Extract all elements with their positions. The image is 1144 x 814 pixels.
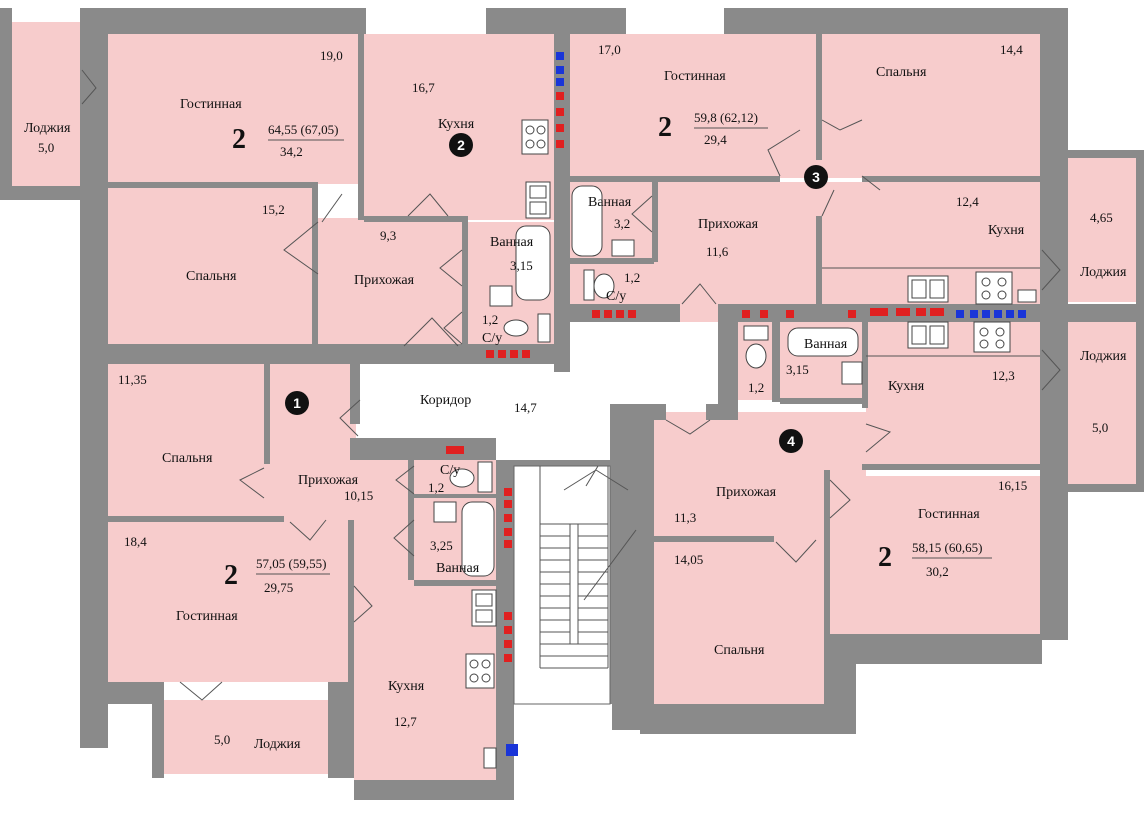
- apt4-loggia-area: 5,0: [1092, 420, 1108, 435]
- apt3-hallway: [652, 182, 822, 322]
- apt3-rooms-count: 2: [658, 112, 672, 143]
- apt1-wc-area: 1,2: [428, 480, 444, 495]
- apt2-bath-label: Ванная: [490, 235, 534, 250]
- apt1-kitchen-area: 12,7: [394, 714, 417, 729]
- apt3-loggia-label: Лоджия: [1080, 265, 1127, 280]
- apt1-wc-label: С/у: [440, 463, 460, 478]
- apt1-living-room: [108, 520, 354, 682]
- apt1-hallway: [264, 454, 414, 520]
- apt3-living-area: 17,0: [598, 42, 621, 57]
- apt4-living-room: [830, 476, 1042, 634]
- apt2-total: 64,55 (67,05): [268, 122, 338, 137]
- apt2-number: 2: [457, 137, 465, 153]
- apt1-bath-label: Ванная: [436, 561, 480, 576]
- apt4-hallway-label: Прихожая: [716, 485, 777, 500]
- apt1-hallway-label: Прихожая: [298, 473, 359, 488]
- apt1-total: 57,05 (59,55): [256, 556, 326, 571]
- apt4-loggia: [1068, 322, 1136, 484]
- apt1-loggia-area: 5,0: [214, 732, 230, 747]
- apt3-living-total: 29,4: [704, 132, 727, 147]
- apt3-living-label: Гостинная: [664, 69, 726, 84]
- apt1-loggia: [164, 700, 328, 774]
- apt1-living-area: 18,4: [124, 534, 147, 549]
- apt2-bedroom: [108, 188, 318, 346]
- apt3-number: 3: [812, 169, 820, 185]
- apt1-number: 1: [293, 395, 301, 411]
- apt2-kitchen-area: 16,7: [412, 80, 435, 95]
- apt3-wc-area: 1,2: [624, 270, 640, 285]
- apt3-kitchen-area: 12,4: [956, 194, 979, 209]
- apt4-bath-label: Ванная: [804, 337, 848, 352]
- apt4-living-total: 30,2: [926, 564, 949, 579]
- apt2-living-room: [108, 34, 364, 184]
- apt2-wc-label: С/у: [482, 331, 502, 346]
- apt4-bedroom: [654, 540, 830, 704]
- apt2-bedroom-area: 15,2: [262, 202, 285, 217]
- apt2-hallway-area: 9,3: [380, 228, 396, 243]
- apt4-number: 4: [787, 433, 795, 449]
- apt3-bath-label: Ванная: [588, 195, 632, 210]
- apt3-wc-label: С/у: [606, 289, 626, 304]
- apt1-marker: 1: [285, 391, 309, 415]
- apt4-bath-area: 3,15: [786, 362, 809, 377]
- apt2-rooms-count: 2: [232, 124, 246, 155]
- apt1-loggia-label: Лоджия: [254, 737, 301, 752]
- apt4-bedroom-label: Спальня: [714, 643, 765, 658]
- apt3-loggia: [1068, 152, 1136, 302]
- apt1-rooms-count: 2: [224, 560, 238, 591]
- corridor-label: Коридор: [420, 393, 471, 408]
- apt2-living-area: 19,0: [320, 48, 343, 63]
- apt1-bedroom-area: 11,35: [118, 372, 147, 387]
- apt3-bedroom: [822, 34, 1040, 178]
- apt1-kitchen-label: Кухня: [388, 679, 425, 694]
- apt2-marker: 2: [449, 133, 473, 157]
- apt2-loggia: [12, 22, 82, 187]
- apt4-living-area: 16,15: [998, 478, 1027, 493]
- apt2-living-total: 34,2: [280, 144, 303, 159]
- apt4-kitchen-area: 12,3: [992, 368, 1015, 383]
- apt3-bedroom-label: Спальня: [876, 65, 927, 80]
- apt4-loggia-label: Лоджия: [1080, 349, 1127, 364]
- apt2-bedroom-label: Спальня: [186, 269, 237, 284]
- apt4-hallway-area: 11,3: [674, 510, 696, 525]
- apt1-hallway-area: 10,15: [344, 488, 373, 503]
- staircase: [513, 465, 637, 705]
- apt3-loggia-area: 4,65: [1090, 210, 1113, 225]
- apt1-bedroom-label: Спальня: [162, 451, 213, 466]
- apt4-kitchen-label: Кухня: [888, 379, 925, 394]
- apt1-living-label: Гостинная: [176, 609, 238, 624]
- apt1-bedroom: [108, 364, 264, 520]
- apt4-bedroom-area: 14,05: [674, 552, 703, 567]
- apt3-total: 59,8 (62,12): [694, 110, 758, 125]
- apt1-living-total: 29,75: [264, 580, 293, 595]
- apt3-bath-area: 3,2: [614, 216, 630, 231]
- apt4-living-label: Гостинная: [918, 507, 980, 522]
- apt3-hallway-area: 11,6: [706, 244, 729, 259]
- utility-markers: [446, 52, 1026, 756]
- apt1-bath-area: 3,25: [430, 538, 453, 553]
- interior-walls: [108, 34, 1136, 704]
- apt3-hallway-label: Прихожая: [698, 217, 759, 232]
- apt2-loggia-area: 5,0: [38, 140, 54, 155]
- corridor-area: 14,7: [514, 400, 537, 415]
- apt4-rooms-count: 2: [878, 542, 892, 573]
- apt2-hallway: [318, 218, 468, 346]
- apt2-living-label: Гостинная: [180, 97, 242, 112]
- apt3-kitchen-label: Кухня: [988, 223, 1025, 238]
- apt2-bath-area: 3,15: [510, 258, 533, 273]
- apt2-wc-area: 1,2: [482, 312, 498, 327]
- apt2-kitchen-label: Кухня: [438, 117, 475, 132]
- apt4-marker: 4: [779, 429, 803, 453]
- apt2-hallway-label: Прихожая: [354, 273, 415, 288]
- apt4-kitchen: [866, 322, 1042, 468]
- apt3-living-room: [570, 34, 822, 178]
- door-swings: [81, 69, 1061, 701]
- apt4-total: 58,15 (60,65): [912, 540, 982, 555]
- apt2-loggia-label: Лоджия: [24, 121, 71, 136]
- apt4-wc-area: 1,2: [748, 380, 764, 395]
- apt3-marker: 3: [804, 165, 828, 189]
- apt3-bedroom-area: 14,4: [1000, 42, 1023, 57]
- fixtures: [433, 119, 1040, 769]
